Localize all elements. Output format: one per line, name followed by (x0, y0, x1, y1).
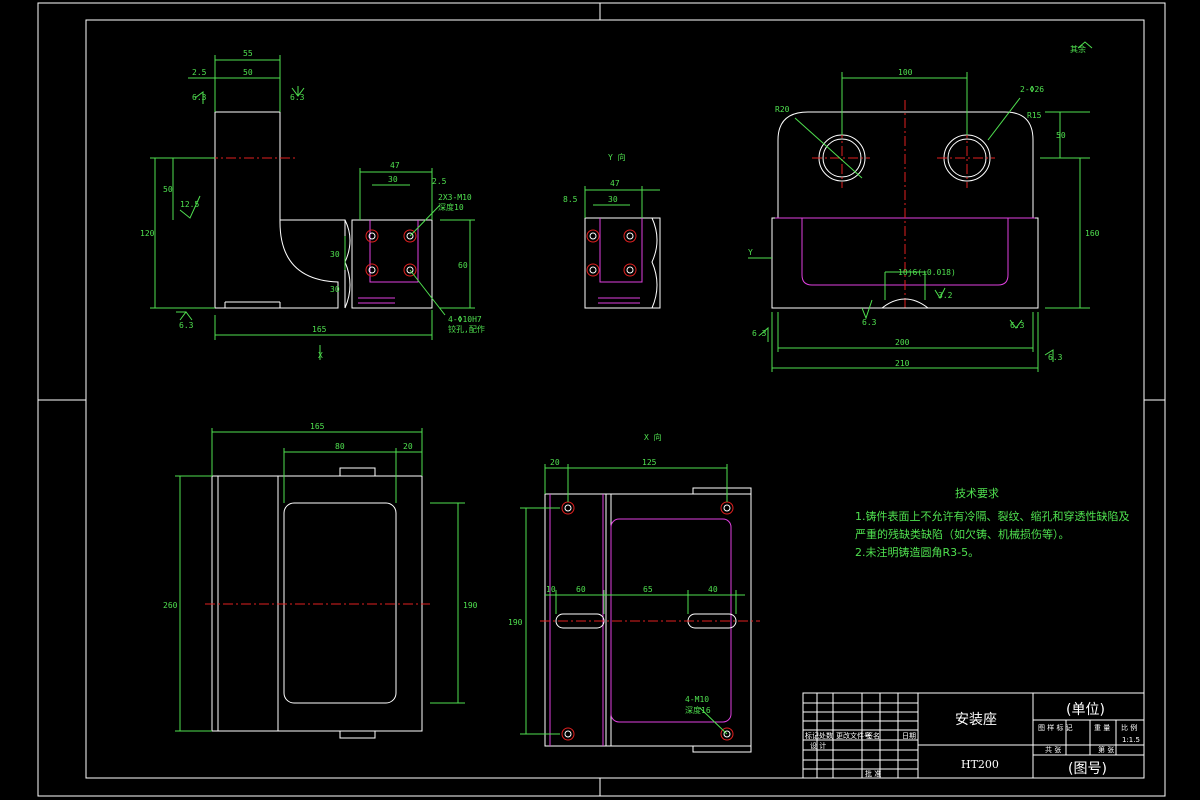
unit: (单位) (1066, 702, 1105, 718)
x-dim-65: 65 (643, 585, 653, 594)
roughness-r63-c: 6.3 (179, 321, 194, 330)
notes-line1: 1.铸件表面上不允许有冷隔、裂纹、缩孔和穿透性缺陷及 (855, 509, 1130, 523)
holes-note: 铰孔,配作 (448, 324, 485, 334)
side-dim-100: 100 (898, 68, 913, 77)
drawing-number: (图号) (1068, 761, 1107, 777)
sheet-number: 第 张 (1098, 745, 1114, 754)
x-depth: 深度16 (685, 705, 711, 715)
side-view: 100 2-Φ26 R20 R15 50 160 200 210 10j6(±0… (748, 41, 1100, 372)
dim-2-5: 2.5 (192, 68, 207, 77)
side-dim-210: 210 (895, 359, 910, 368)
side-tolerance: 10j6(±0.018) (898, 268, 956, 277)
thread-depth: 深度10 (438, 202, 464, 212)
tb-weight: 重 量 (1094, 724, 1110, 732)
notes-heading: 技术要求 (955, 487, 999, 500)
y-dim-47: 47 (610, 179, 620, 188)
side-roughness-e: 3.2 (938, 291, 953, 300)
top-view: 165 80 20 260 190 (163, 422, 478, 739)
dim-30v: 30 (330, 250, 340, 259)
dim-47: 47 (390, 161, 400, 170)
side-roughness-a: 6.3 (752, 329, 767, 338)
holes-callout: 4-Φ10H7 (448, 315, 482, 324)
tb-change-doc: 更改文件号 (836, 731, 871, 740)
tb-approve: 批 准 (865, 769, 881, 778)
scale: 1:1.5 (1122, 736, 1140, 744)
roughness-r125: 12.5 (180, 200, 199, 209)
side-dim-200: 200 (895, 338, 910, 347)
title-block: 标记 处数 更改文件号 签名 日期 设 计 批 准 安装座 HT200 (单位)… (802, 692, 1145, 779)
dim-55: 55 (243, 49, 253, 58)
x-dim-60: 60 (576, 585, 586, 594)
front-view: 55 50 2.5 120 50 165 47 30 2.5 30 30 60 … (140, 49, 485, 360)
x-dim-40: 40 (708, 585, 718, 594)
dim-30v2: 30 (330, 285, 340, 294)
tb-sign: 签名 (866, 731, 880, 740)
thread-callout: 2X3-M10 (438, 193, 472, 202)
technical-notes: 技术要求 1.铸件表面上不允许有冷隔、裂纹、缩孔和穿透性缺陷及 严重的残缺类缺陷… (855, 487, 1130, 559)
top-dim-260: 260 (163, 601, 178, 610)
side-dim-r20: R20 (775, 105, 790, 114)
arrow-x-label: X (318, 351, 323, 360)
tb-designer: 设 计 (810, 741, 826, 750)
x-holes: 4-M10 (685, 695, 709, 704)
side-roughness-d: 6.3 (1010, 321, 1025, 330)
side-dim-2-26: 2-Φ26 (1020, 85, 1044, 94)
roughness-other: 其余 (1070, 44, 1086, 54)
tb-count: 处数 (819, 731, 833, 740)
y-dim-8-5: 8.5 (563, 195, 578, 204)
side-roughness-c: 6.3 (862, 318, 877, 327)
dim-165: 165 (312, 325, 327, 334)
dim-50v: 50 (163, 185, 173, 194)
x-view-label: X 向 (644, 432, 662, 442)
dim-60: 60 (458, 261, 468, 270)
sheet-border (37, 2, 1166, 797)
x-dim-10: 10 (546, 585, 556, 594)
tb-mark: 标记 (805, 731, 819, 740)
tb-scale-label: 比 例 (1121, 723, 1137, 732)
top-dim-190: 190 (463, 601, 478, 610)
roughness-r63-b: 6.3 (290, 93, 305, 102)
dim-50: 50 (243, 68, 253, 77)
dim-120: 120 (140, 229, 155, 238)
roughness-r63-a: 6.3 (192, 93, 207, 102)
x-dim-190: 190 (508, 618, 523, 627)
notes-line3: 2.未注明铸造圆角R3-5。 (855, 545, 979, 559)
y-view: Y 向 47 30 8.5 (563, 152, 661, 309)
x-view: X 向 20 125 10 60 65 40 190 4-M10 深度16 (508, 432, 760, 753)
x-dim-20: 20 (550, 458, 560, 467)
y-view-label: Y 向 (608, 152, 626, 162)
part-name: 安装座 (955, 712, 997, 728)
arrow-y-label: Y (748, 248, 753, 257)
y-dim-30: 30 (608, 195, 618, 204)
tb-sample-mark: 图 样 标 记 (1038, 723, 1073, 732)
tb-date: 日期 (902, 732, 916, 740)
top-dim-20: 20 (403, 442, 413, 451)
side-dim-50: 50 (1056, 131, 1066, 140)
dim-30: 30 (388, 175, 398, 184)
x-dim-125: 125 (642, 458, 657, 467)
side-dim-160: 160 (1085, 229, 1100, 238)
top-dim-165: 165 (310, 422, 325, 431)
top-dim-80: 80 (335, 442, 345, 451)
notes-line2: 严重的残缺类缺陷（如欠铸、机械损伤等）。 (855, 527, 1070, 541)
side-roughness-b: 6.3 (1048, 353, 1063, 362)
dim-2-5b: 2.5 (432, 177, 447, 186)
side-dim-r15: R15 (1027, 111, 1042, 120)
material: HT200 (961, 758, 999, 771)
sheet-total: 共 张 (1045, 745, 1061, 754)
